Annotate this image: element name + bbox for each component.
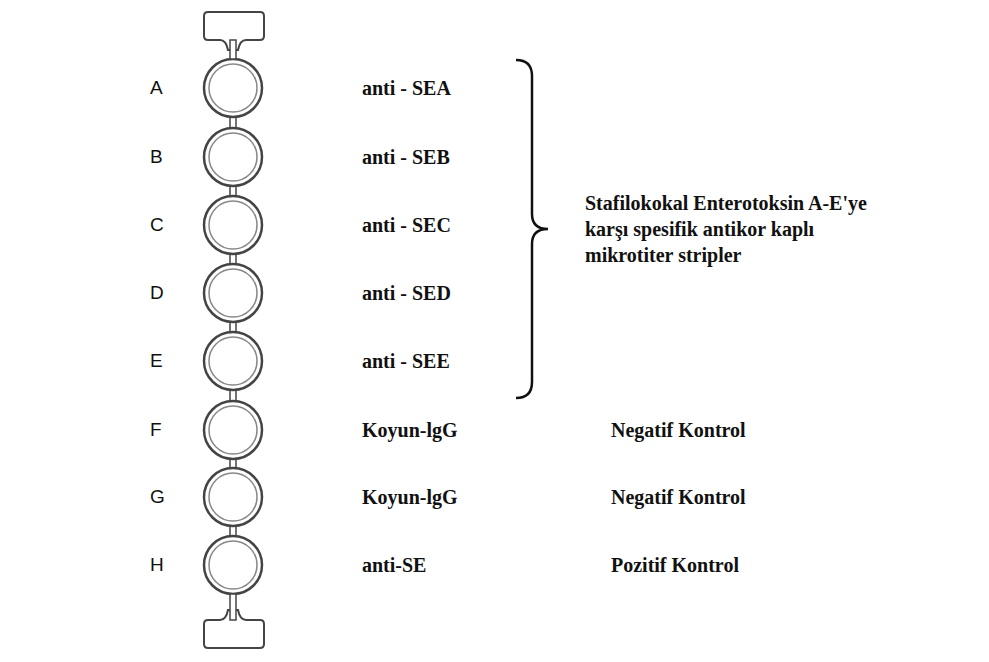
well-outer [204, 128, 262, 186]
bracket-caption: Stafilokokal Enterotoksin A-E'ye karşı s… [585, 190, 895, 268]
antibody-label: Koyun-lgG [362, 419, 458, 442]
well-outer [204, 468, 262, 526]
antibody-label: anti - SED [362, 282, 451, 305]
antibody-label: anti - SEA [362, 77, 451, 100]
antibody-label: anti - SEB [362, 146, 450, 169]
control-label: Negatif Kontrol [611, 419, 746, 442]
well-inner [209, 201, 257, 249]
well-inner [209, 337, 257, 385]
well-outer [204, 332, 262, 390]
well-outer [204, 196, 262, 254]
bracket [516, 60, 548, 398]
control-label: Negatif Kontrol [611, 486, 746, 509]
row-letter: A [150, 77, 163, 99]
antibody-label: anti - SEC [362, 214, 451, 237]
well-outer [204, 401, 262, 459]
well-link [230, 40, 236, 59]
antibody-label: anti-SE [362, 554, 426, 577]
well-inner [209, 133, 257, 181]
row-letter: C [150, 214, 164, 236]
control-label: Pozitif Kontrol [611, 554, 739, 577]
well-inner [209, 269, 257, 317]
well-inner [209, 541, 257, 589]
row-letter: B [150, 146, 163, 168]
row-letter: F [150, 419, 162, 441]
row-letter: H [150, 554, 164, 576]
well-inner [209, 406, 257, 454]
well-link [230, 594, 236, 620]
antibody-label: anti - SEE [362, 350, 450, 373]
well-outer [204, 536, 262, 594]
antibody-label: Koyun-lgG [362, 486, 458, 509]
row-letter: E [150, 350, 163, 372]
row-letter: G [150, 486, 165, 508]
well-outer [204, 59, 262, 117]
row-letter: D [150, 282, 164, 304]
well-inner [209, 473, 257, 521]
well-outer [204, 264, 262, 322]
well-inner [209, 64, 257, 112]
